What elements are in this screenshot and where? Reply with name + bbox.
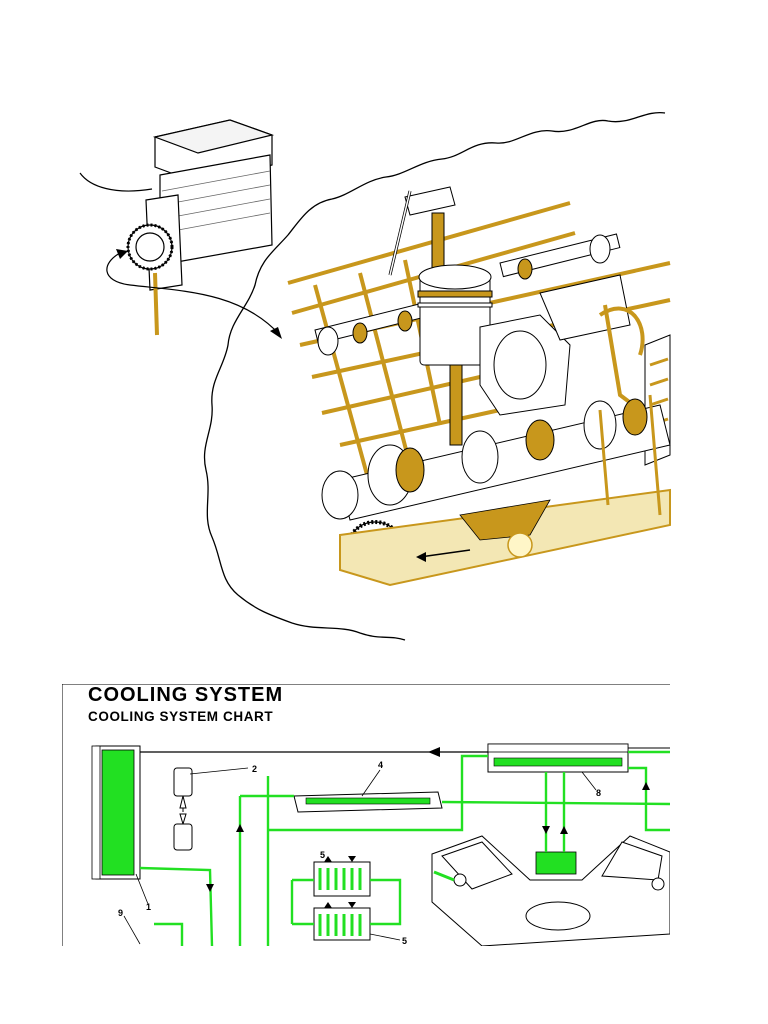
callout-8: 8 [596,788,601,798]
oil-pump-highlight [507,532,533,558]
thermostat [173,767,193,851]
camshaft-right [499,233,621,280]
rocker-assembly [388,186,456,276]
flow-arrows [206,782,650,908]
manifold-4 [293,791,443,813]
compressor-oil-drain [153,272,159,336]
engine-cutaway-outline [203,111,666,641]
crankshaft [321,398,671,521]
flow-arrow [428,747,440,757]
callout-9: 9 [118,908,123,918]
heat-exchanger-lower [313,907,371,941]
callout-1: 1 [146,902,151,912]
callout-4: 4 [378,760,383,770]
oil-pan [339,488,671,587]
compressor-cover-top [152,119,275,154]
radiator [91,745,141,880]
oil-return-arrow [419,549,471,558]
cooling-system-chart: COOLING SYSTEM COOLING SYSTEM CHART [62,684,670,946]
engine-block [431,835,670,946]
callout-leaders [123,767,597,945]
engine-lubrication-svg [79,111,671,641]
expansion-tank [487,743,629,773]
coolant-lines [139,750,670,946]
oil-feed-arrow [106,252,281,336]
callout-5-lower: 5 [402,936,407,946]
heat-exchanger-upper [313,861,371,897]
callout-2: 2 [252,764,257,774]
cooling-title: COOLING SYSTEM [88,684,283,706]
compressor-cable [79,172,153,192]
air-compressor [126,119,275,291]
cooling-system-svg: COOLING SYSTEM COOLING SYSTEM CHART [62,684,670,946]
engine-lubrication-illustration [60,95,680,655]
piston [417,264,493,446]
callout-5-upper: 5 [320,850,325,860]
cooling-subtitle: COOLING SYSTEM CHART [88,709,273,724]
